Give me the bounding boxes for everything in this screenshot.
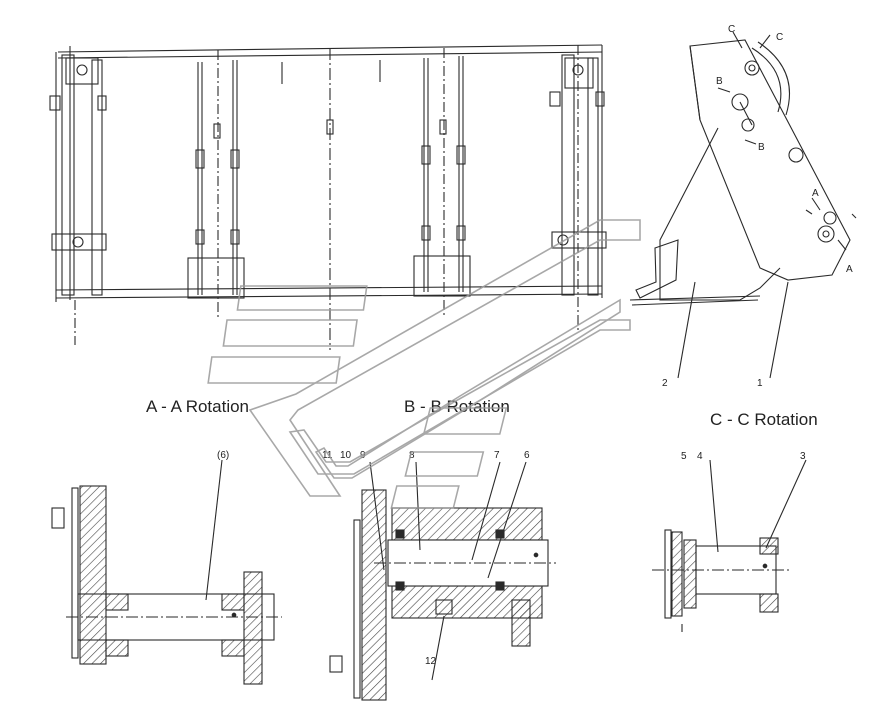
part-number-1: 1	[757, 378, 763, 389]
marker-b-lower: B	[758, 142, 765, 153]
part-number-bb-6: 6	[524, 450, 530, 461]
watermark-logo	[207, 219, 641, 509]
part-number-bb-7: 7	[494, 450, 500, 461]
section-title-aa: A - A Rotation	[146, 397, 249, 416]
marker-a-upper: A	[812, 188, 819, 199]
section-title-bb: B - B Rotation	[404, 397, 510, 416]
marker-c-right: C	[776, 32, 783, 43]
part-number-cc-3: 3	[800, 451, 806, 462]
side-view	[629, 31, 857, 379]
marker-a-lower: A	[846, 264, 853, 275]
part-number-bb-12: 12	[425, 656, 437, 667]
part-number-bb-8: 8	[409, 450, 415, 461]
section-bb	[329, 461, 556, 701]
part-number-bb-11: 11	[322, 450, 333, 461]
part-number-aa-6: (6)	[217, 450, 229, 461]
front-view	[49, 44, 607, 350]
view-markers: C C B B A A	[716, 24, 853, 275]
section-cc	[652, 459, 807, 632]
marker-b-upper: B	[716, 76, 723, 87]
part-number-2: 2	[662, 378, 668, 389]
part-number-bb-9: 9	[360, 450, 366, 461]
part-number-cc-4: 4	[697, 451, 703, 462]
marker-c-left: C	[728, 24, 735, 35]
part-number-cc-5: 5	[681, 451, 687, 462]
part-number-bb-10: 10	[340, 450, 352, 461]
section-aa	[51, 459, 282, 685]
section-title-cc: C - C Rotation	[710, 410, 818, 429]
